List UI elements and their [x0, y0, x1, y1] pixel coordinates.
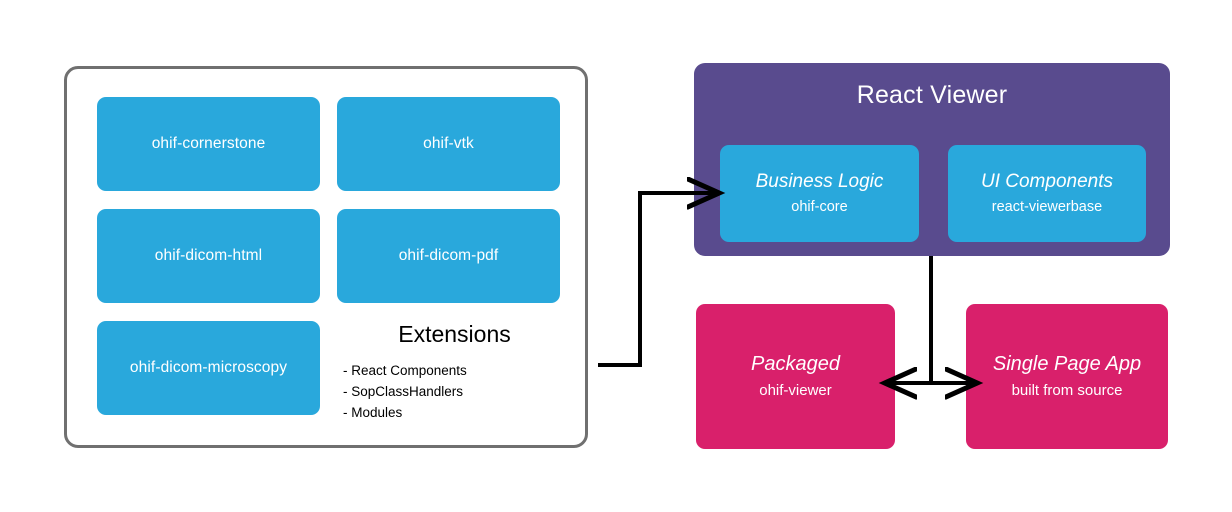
extensions-bullet-list: - React Components - SopClassHandlers - …: [337, 361, 572, 424]
box-primary-label: Packaged: [751, 352, 840, 375]
react-viewer-box-business-logic[interactable]: Business Logic ohif-core: [720, 145, 919, 242]
extension-box-ohif-dicom-microscopy[interactable]: ohif-dicom-microscopy: [97, 321, 320, 415]
list-item: - Modules: [343, 405, 403, 421]
extension-box-ohif-vtk[interactable]: ohif-vtk: [337, 97, 560, 191]
extension-box-ohif-dicom-html[interactable]: ohif-dicom-html: [97, 209, 320, 303]
box-secondary-label: react-viewerbase: [991, 198, 1103, 215]
box-secondary-label: built from source: [1011, 381, 1123, 399]
box-primary-label: Single Page App: [992, 352, 1142, 375]
box-secondary-label: ohif-viewer: [759, 381, 832, 399]
extension-label: ohif-dicom-microscopy: [129, 359, 288, 376]
list-item: - SopClassHandlers: [343, 384, 464, 400]
extension-label: ohif-cornerstone: [151, 135, 266, 152]
extensions-caption: Extensions - React Components - SopClass…: [337, 321, 572, 424]
extension-label: ohif-dicom-pdf: [398, 247, 499, 264]
deployment-box-packaged[interactable]: Packaged ohif-viewer: [696, 304, 895, 449]
extension-box-ohif-dicom-pdf[interactable]: ohif-dicom-pdf: [337, 209, 560, 303]
extension-label: ohif-vtk: [423, 135, 474, 152]
deployment-box-single-page-app[interactable]: Single Page App built from source: [966, 304, 1168, 449]
box-primary-label: UI Components: [980, 170, 1113, 192]
extension-label: ohif-dicom-html: [154, 247, 263, 264]
react-viewer-title: React Viewer: [856, 81, 1008, 109]
react-viewer-box-ui-components[interactable]: UI Components react-viewerbase: [948, 145, 1146, 242]
box-secondary-label: ohif-core: [791, 198, 848, 215]
extensions-title: Extensions: [398, 321, 511, 347]
box-primary-label: Business Logic: [755, 170, 884, 192]
extension-box-ohif-cornerstone[interactable]: ohif-cornerstone: [97, 97, 320, 191]
list-item: - React Components: [343, 363, 467, 379]
